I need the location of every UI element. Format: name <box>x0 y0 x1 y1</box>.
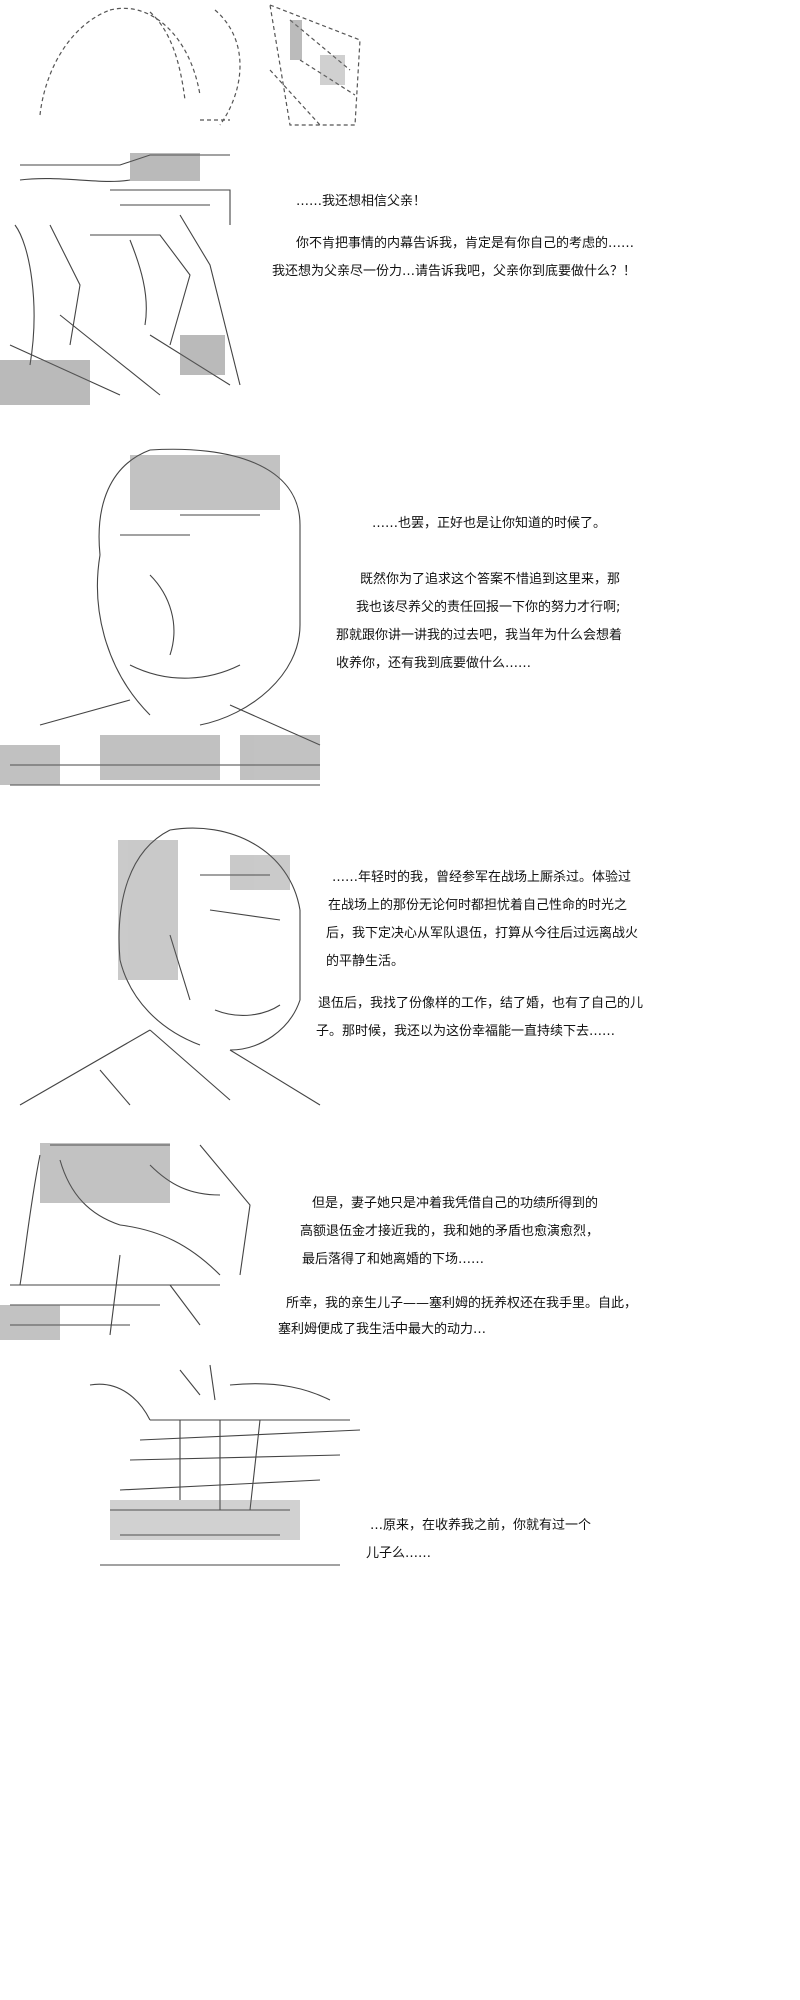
dialogue-line: 儿子么…… <box>366 1546 432 1561</box>
ascii-art-father-portrait <box>0 445 330 790</box>
dialogue-line: ……年轻时的我，曾经参军在战场上厮杀过。体验过 <box>332 870 632 885</box>
ascii-art-father-reminiscing <box>0 820 330 1110</box>
dialogue-line: 我还想为父亲尽一份力…请告诉我吧，父亲你到底要做什么？！ <box>272 264 637 279</box>
dialogue-line: 那就跟你讲一讲我的过去吧，我当年为什么会想着 <box>336 628 623 643</box>
dialogue-line: 所幸，我的亲生儿子——塞利姆的抚养权还在我手里。自此， <box>286 1296 638 1311</box>
dialogue-line: 高额退伍金才接近我的，我和她的矛盾也愈演愈烈， <box>300 1224 600 1239</box>
dialogue-line: 的平静生活。 <box>326 954 405 969</box>
dialogue-line: 既然你为了追求这个答案不惜追到这里来，那 <box>360 572 621 587</box>
dialogue-line: 最后落得了和她离婚的下场…… <box>302 1252 485 1267</box>
ascii-art-hand-gesture <box>80 1360 370 1570</box>
dialogue-line: 子。那时候，我还以为这份幸福能一直持续下去…… <box>316 1024 616 1039</box>
dialogue-line: ……我还想相信父亲！ <box>296 194 427 209</box>
dialogue-line: 在战场上的那份无论何时都担忧着自己性命的时光之 <box>328 898 628 913</box>
dialogue-line: 你不肯把事情的内幕告诉我，肯定是有你自己的考虑的…… <box>296 236 635 251</box>
dialogue-line: 后，我下定决心从军队退伍，打算从今往后过远离战火 <box>326 926 639 941</box>
dialogue-line: 退伍后，我找了份像样的工作，结了婚，也有了自己的儿 <box>318 996 644 1011</box>
dialogue-line: …原来，在收养我之前，你就有过一个 <box>370 1518 592 1533</box>
dialogue-line: 收养你，还有我到底要做什么…… <box>336 656 532 671</box>
ascii-art-father-with-child <box>0 1135 270 1345</box>
ascii-art-young-man-arms <box>0 145 250 410</box>
dialogue-line: 塞利姆便成了我生活中最大的动力… <box>278 1322 487 1337</box>
manga-page: ……我还想相信父亲！ 你不肯把事情的内幕告诉我，肯定是有你自己的考虑的…… 我还… <box>0 0 644 1570</box>
dialogue-line: 但是，妻子她只是冲着我凭借自己的功绩所得到的 <box>312 1196 599 1211</box>
dialogue-line: ……也罢，正好也是让你知道的时候了。 <box>372 516 607 531</box>
dialogue-line: 我也该尽养父的责任回报一下你的努力才行啊; <box>356 600 621 615</box>
ascii-art-figure-top <box>0 0 380 160</box>
